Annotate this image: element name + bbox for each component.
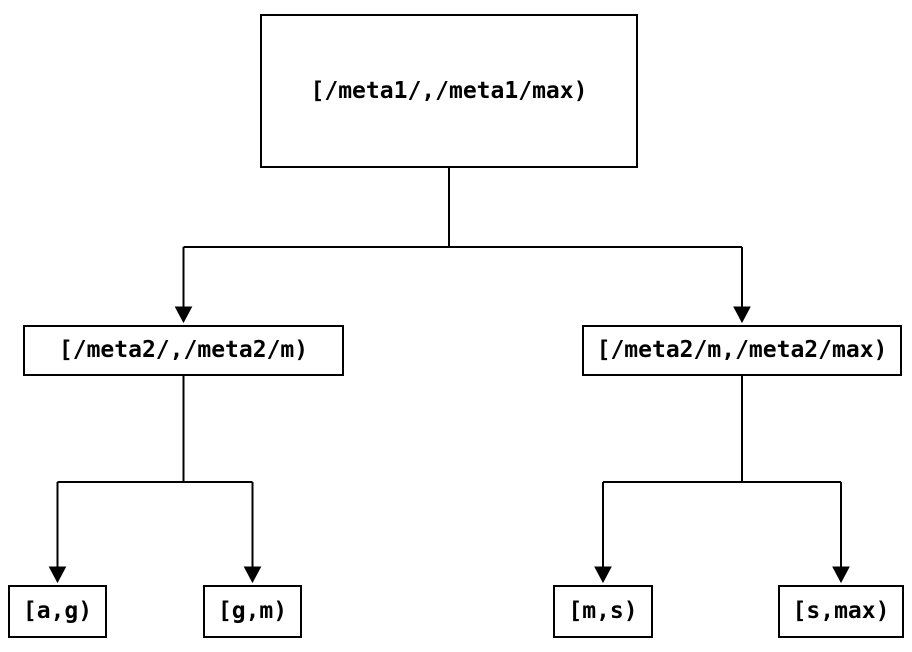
tree-node-meta2-low: [/meta2/,/meta2/m) <box>23 325 344 376</box>
arrowhead-icon <box>832 566 850 584</box>
node-label: [m,s) <box>568 598 638 624</box>
node-label: [/meta2/m,/meta2/max) <box>596 337 888 363</box>
tree-node-leaf-gm: [g,m) <box>203 585 302 638</box>
tree-node-meta2-high: [/meta2/m,/meta2/max) <box>582 325 902 376</box>
arrowhead-icon <box>174 306 193 324</box>
edge-meta2-low-to-leaf-gm <box>243 482 262 584</box>
connector-root-children <box>174 168 751 324</box>
tree-node-leaf-ag: [a,g) <box>8 585 107 638</box>
edge-root-to-meta2-low <box>174 247 193 324</box>
edge-root-to-meta2-high <box>733 247 751 324</box>
edge-meta2-high-to-leaf-smax <box>832 482 850 584</box>
node-label: [s,max) <box>792 598 890 624</box>
arrowhead-icon <box>243 566 262 584</box>
node-label: [a,g) <box>22 598 93 624</box>
node-label: [g,m) <box>217 598 288 624</box>
edge-meta2-low-to-leaf-ag <box>48 482 67 584</box>
connector-meta2-high-children <box>594 376 850 584</box>
tree-node-leaf-smax: [s,max) <box>778 585 904 638</box>
node-label: [/meta2/,/meta2/m) <box>58 337 309 363</box>
arrowhead-icon <box>48 566 67 584</box>
node-label: [/meta1/,/meta1/max) <box>310 77 588 104</box>
tree-node-leaf-ms: [m,s) <box>553 585 653 638</box>
arrowhead-icon <box>594 566 612 584</box>
tree-node-root: [/meta1/,/meta1/max) <box>260 14 638 168</box>
connector-meta2-low-children <box>48 376 262 584</box>
edge-meta2-high-to-leaf-ms <box>594 482 612 584</box>
arrowhead-icon <box>733 306 751 324</box>
